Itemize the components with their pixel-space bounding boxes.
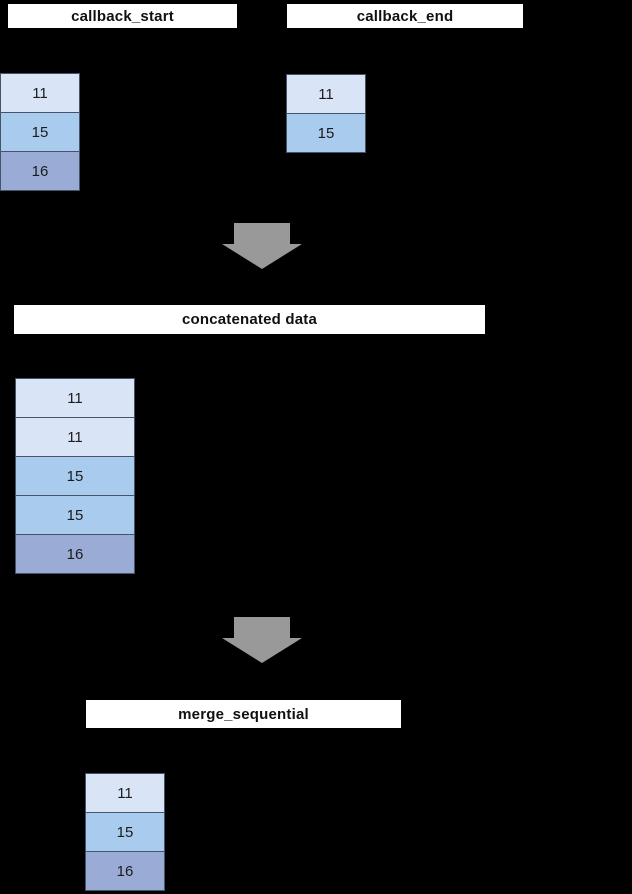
callback-start-table: 11 15 16: [0, 73, 80, 191]
table-cell: 11: [286, 74, 366, 114]
table-cell: 16: [15, 534, 135, 574]
down-arrow-head: [222, 638, 302, 663]
table-cell: 11: [15, 378, 135, 418]
table-cell: 11: [15, 417, 135, 457]
table-cell: 16: [0, 151, 80, 191]
down-arrow-icon: [222, 223, 302, 269]
callback-end-table: 11 15: [286, 74, 366, 153]
concatenated-data-title: concatenated data: [14, 305, 485, 334]
table-cell: 15: [85, 812, 165, 852]
table-cell: 16: [85, 851, 165, 891]
concatenated-data-table: 11 11 15 15 16: [15, 378, 135, 574]
table-cell: 11: [85, 773, 165, 813]
callback-start-title: callback_start: [8, 4, 237, 28]
down-arrow-stem: [234, 223, 290, 244]
table-cell: 15: [286, 113, 366, 153]
down-arrow-icon: [222, 617, 302, 663]
merge-sequential-table: 11 15 16: [85, 773, 165, 891]
down-arrow-stem: [234, 617, 290, 638]
table-cell: 15: [15, 495, 135, 535]
merge-sequential-title: merge_sequential: [86, 700, 401, 728]
table-cell: 15: [15, 456, 135, 496]
down-arrow-head: [222, 244, 302, 269]
table-cell: 11: [0, 73, 80, 113]
table-cell: 15: [0, 112, 80, 152]
callback-end-title: callback_end: [287, 4, 523, 28]
